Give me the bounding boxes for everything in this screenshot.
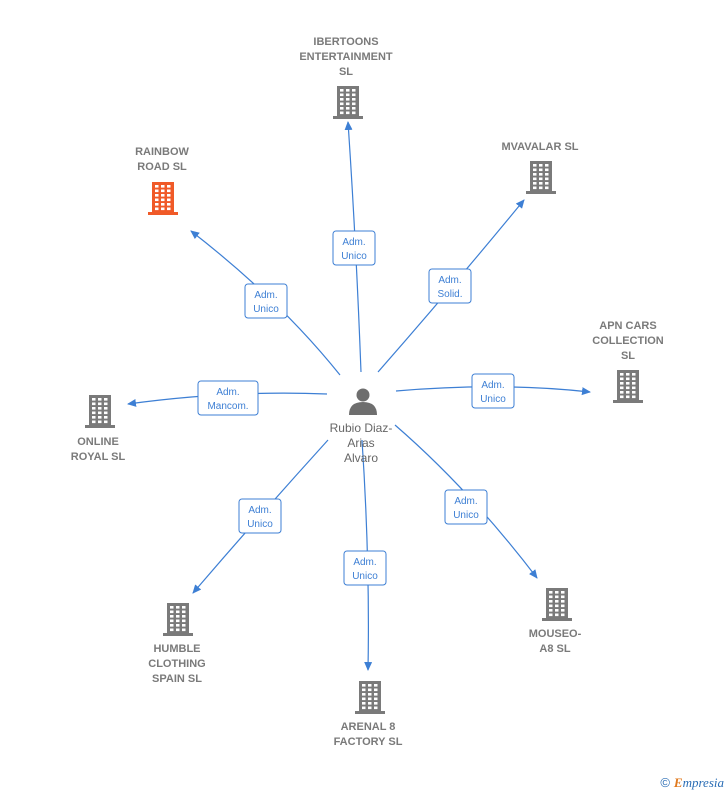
relation-label-line: Unico [453,510,479,521]
person-name-label-line: Alvaro [344,451,378,465]
company-rainbow-building-icon[interactable] [148,182,178,215]
relation-label-line: Adm. [438,275,461,286]
company-ibertoons-label: IBERTOONS ENTERTAINMENT SL [299,36,393,78]
company-rainbow-label-line: ROAD SL [137,161,187,173]
relation-badge-mvavalar[interactable]: Adm. Solid. [428,268,472,304]
company-arenal-label-line: ARENAL 8 [341,721,396,733]
brand-name: mpresia [682,775,724,790]
relation-label-line: Unico [247,519,273,530]
relation-label-line: Adm. [254,290,277,301]
company-humble-label-line: CLOTHING [148,658,205,670]
relation-label: Adm. Mancom. [207,387,248,412]
company-rainbow-label: RAINBOW ROAD SL [135,146,189,173]
relation-label-line: Adm. [248,505,271,516]
relation-label: Adm. Unico [480,380,506,405]
company-ibertoons-building-icon[interactable] [333,86,363,119]
company-ibertoons-label-line: IBERTOONS [313,36,378,48]
relation-label-line: Unico [480,394,506,405]
company-humble-label-line: HUMBLE [153,643,200,655]
relation-label: Adm. Unico [253,290,279,315]
relation-label-line: Adm. [353,557,376,568]
brand-footer: ©Empresia [660,775,724,791]
person-name-label-line: Rubio Diaz- [330,421,393,435]
company-apncars-label-line: COLLECTION [592,335,664,347]
relation-label-line: Mancom. [207,401,248,412]
relation-label-line: Adm. [216,387,239,398]
company-online-building-icon[interactable] [85,395,115,428]
relation-label: Adm. Solid. [437,275,462,300]
relation-badge-rainbow[interactable]: Adm. Unico [244,283,288,319]
relation-label-line: Adm. [454,496,477,507]
company-mouseo-label-line: A8 SL [539,643,570,655]
relation-label-line: Unico [253,304,279,315]
person-icon[interactable] [349,388,377,416]
brand-initial: E [673,775,683,790]
company-arenal-building-icon[interactable] [355,681,385,714]
relation-badge-online[interactable]: Adm. Mancom. [197,380,259,416]
company-arenal-label-line: FACTORY SL [334,736,403,748]
company-arenal-label: ARENAL 8 FACTORY SL [334,721,403,748]
company-online-label-line: ROYAL SL [71,451,126,463]
company-mvavalar-label-line: MVAVALAR SL [502,141,579,153]
relation-label: Adm. Unico [352,557,378,582]
company-humble-label-line: SPAIN SL [152,673,202,685]
company-mouseo-label-line: MOUSEO- [529,628,582,640]
company-mvavalar-building-icon[interactable] [526,161,556,194]
company-online-label: ONLINE ROYAL SL [71,436,126,463]
relation-label: Adm. Unico [453,496,479,521]
company-apncars-label-line: SL [621,350,635,362]
relation-label-line: Adm. [481,380,504,391]
company-online-label-line: ONLINE [77,436,119,448]
company-mouseo-label: MOUSEO- A8 SL [529,628,582,655]
relation-label-line: Solid. [437,289,462,300]
relation-label-line: Unico [352,571,378,582]
relation-badge-arenal[interactable]: Adm. Unico [343,550,387,586]
relation-badge-apncars[interactable]: Adm. Unico [471,373,515,409]
company-apncars-label-line: APN CARS [599,320,656,332]
relation-label-line: Adm. [342,237,365,248]
relation-label-line: Unico [341,251,367,262]
relation-badge-ibertoons[interactable]: Adm. Unico [332,230,376,266]
company-humble-label: HUMBLE CLOTHING SPAIN SL [148,643,205,685]
company-ibertoons-label-line: SL [339,66,353,78]
company-apncars-label: APN CARS COLLECTION SL [592,320,664,362]
company-humble-building-icon[interactable] [163,603,193,636]
relation-label: Adm. Unico [341,237,367,262]
copyright-icon: © [660,775,670,790]
relation-badge-mouseo[interactable]: Adm. Unico [444,489,488,525]
company-apncars-building-icon[interactable] [613,370,643,403]
company-mvavalar-label: MVAVALAR SL [502,141,579,153]
company-ibertoons-label-line: ENTERTAINMENT [299,51,393,63]
relation-badge-humble[interactable]: Adm. Unico [238,498,282,534]
relation-label: Adm. Unico [247,505,273,530]
company-rainbow-label-line: RAINBOW [135,146,189,158]
company-mouseo-building-icon[interactable] [542,588,572,621]
person-name-label-line: Arias [347,436,374,450]
